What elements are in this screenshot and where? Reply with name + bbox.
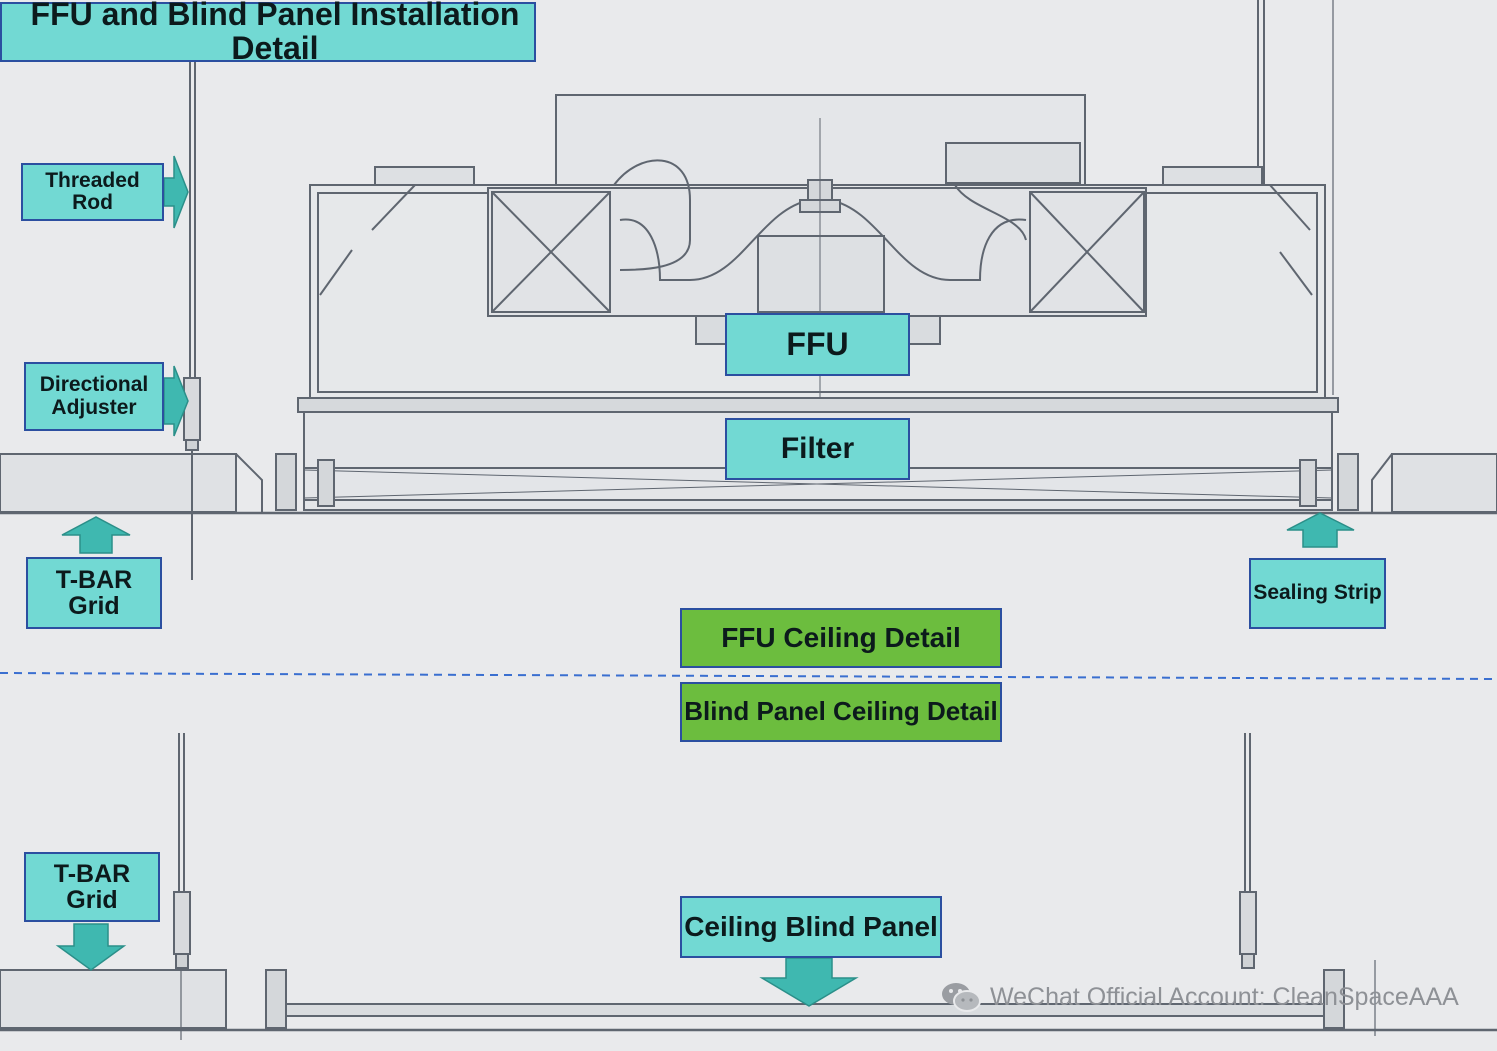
label-directional-adjuster: Directional Adjuster (24, 362, 164, 431)
ceiling-slab-left-bottom (0, 969, 227, 1029)
threaded-rod-right-bottom (1239, 733, 1257, 969)
label-ffu-ceiling-detail: FFU Ceiling Detail (680, 608, 1002, 668)
ceiling-slab-right-top (1371, 453, 1497, 513)
label-tbar-grid-top: T-BAR Grid (26, 557, 162, 629)
arrow-up-icon (61, 516, 131, 554)
label-filter: Filter (725, 418, 910, 480)
arrow-right-icon (163, 155, 189, 229)
label-threaded-rod: Threaded Rod (21, 163, 164, 221)
arrow-right-icon (163, 365, 189, 437)
arrow-down-icon (759, 957, 859, 1007)
section-divider (0, 672, 1497, 680)
watermark-text: WeChat Official Account: CleanSpaceAAA (990, 982, 1459, 1011)
threaded-rod-left (183, 60, 201, 580)
watermark: WeChat Official Account: CleanSpaceAAA (940, 980, 1459, 1014)
page-title: FFU and Blind Panel Installation Detail (0, 0, 536, 65)
label-ffu: FFU (725, 313, 910, 376)
arrow-up-icon (1286, 512, 1355, 548)
ceiling-slab-left-top (0, 453, 263, 513)
wechat-icon (942, 983, 981, 1012)
label-ceiling-blind-panel: Ceiling Blind Panel (680, 896, 942, 958)
threaded-rod-left-bottom (173, 733, 191, 1040)
label-tbar-grid-bottom: T-BAR Grid (24, 852, 160, 922)
arrow-down-icon (55, 923, 127, 971)
label-blind-panel-ceiling-detail: Blind Panel Ceiling Detail (680, 682, 1002, 742)
label-sealing-strip: Sealing Strip (1249, 558, 1386, 629)
